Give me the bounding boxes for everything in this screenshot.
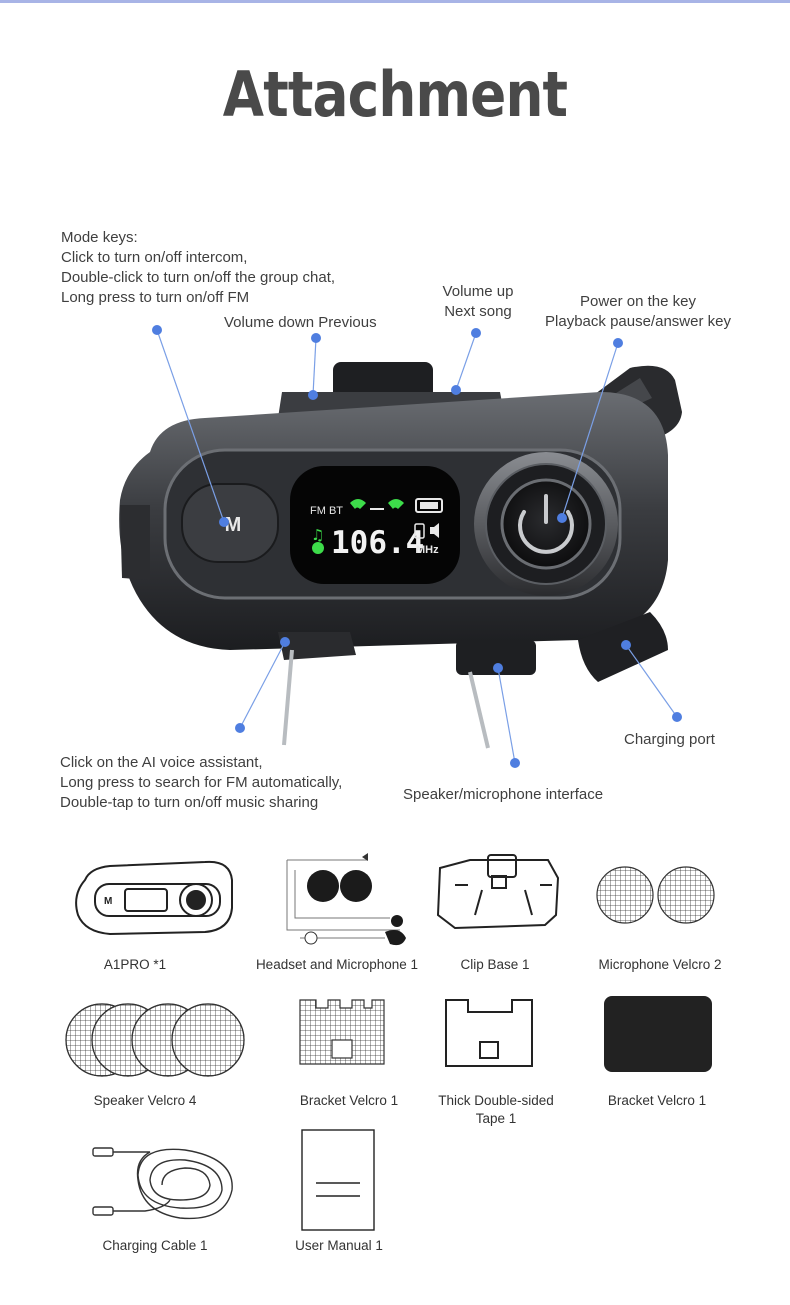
battery-icon [415,498,443,513]
mode-key-label: M [225,514,242,536]
callout-dot [152,325,162,335]
callout-speaker-mic: Speaker/microphone interface [403,786,604,803]
lcd-unit: MHz [416,544,439,556]
item-caption: User Manual 1 [295,1238,383,1253]
callout-dot [510,758,520,768]
clip-pin-right [468,671,490,749]
velcro-circle-icon [596,866,715,924]
callout-dot [493,663,503,673]
callout-dot [308,390,318,400]
speaker-icon [430,523,439,538]
callout-line-power [561,342,619,519]
item-caption: Microphone Velcro 2 [598,957,722,972]
callout-line-mode-keys [156,329,225,523]
svg-text:M: M [104,896,112,907]
callout-volume-down: Volume down Previous [224,314,377,331]
callout-dot [672,712,682,722]
page-title: Attachment [222,58,568,131]
callout-power: Power on the key Playback pause/answer k… [545,293,731,330]
lcd-screen [290,466,460,584]
speaker-velcro-icon [65,1003,245,1077]
callout-dot [280,637,290,647]
manual-icon [301,1129,375,1231]
cable-icon [92,1147,233,1220]
callout-line-volume-up [455,332,477,391]
item-caption: Clip Base 1 [460,957,530,972]
callout-dot [557,513,567,523]
item-caption: Bracket Velcro 1 [607,1093,707,1108]
callout-line-speaker-mic [497,667,516,764]
callout-line-ai-voice [239,641,286,729]
item-caption: Thick Double-sided Tape 1 [438,1093,554,1126]
item-caption: A1PRO *1 [103,957,167,972]
clip-pin-left [282,649,294,746]
device-icon: M [75,860,233,936]
callout-dot [621,640,631,650]
callout-line-charging-port [625,644,678,718]
clip-base-icon [436,854,560,930]
callout-dot [219,517,229,527]
item-caption: Bracket Velcro 1 [299,1093,399,1108]
callout-volume-up: Volume up Next song [442,283,514,320]
tape-icon [445,999,533,1067]
speaker-mic-jack [456,640,536,675]
callout-line-volume-down [312,337,317,396]
headset-icon [286,853,406,946]
callout-dot [451,385,461,395]
lcd-frequency: 106.4 [331,525,424,561]
velcro-bracket-icon [299,999,385,1065]
bottom-clip [278,632,356,660]
power-icon [518,510,574,554]
callout-mode-keys: Mode keys: Click to turn on/off intercom… [61,229,336,306]
lcd-mode-text: FM BT [310,505,343,517]
item-caption: Headset and Microphone 1 [255,957,419,972]
music-note-icon: ♫ [311,526,324,544]
callout-dot [235,723,245,733]
item-caption: Speaker Velcro 4 [93,1093,197,1108]
phone-intercom-icon [350,499,366,509]
helmet-icon [312,542,324,554]
item-caption: Charging Cable 1 [102,1238,208,1253]
mode-key [181,483,279,563]
black-pad-icon [604,996,712,1072]
callout-dot [471,328,481,338]
callout-charging-port: Charging port [624,731,715,748]
callout-dot [613,338,623,348]
top-accent-bar [0,0,790,3]
callout-dot [311,333,321,343]
callout-ai-voice: Click on the AI voice assistant, Long pr… [60,754,343,811]
